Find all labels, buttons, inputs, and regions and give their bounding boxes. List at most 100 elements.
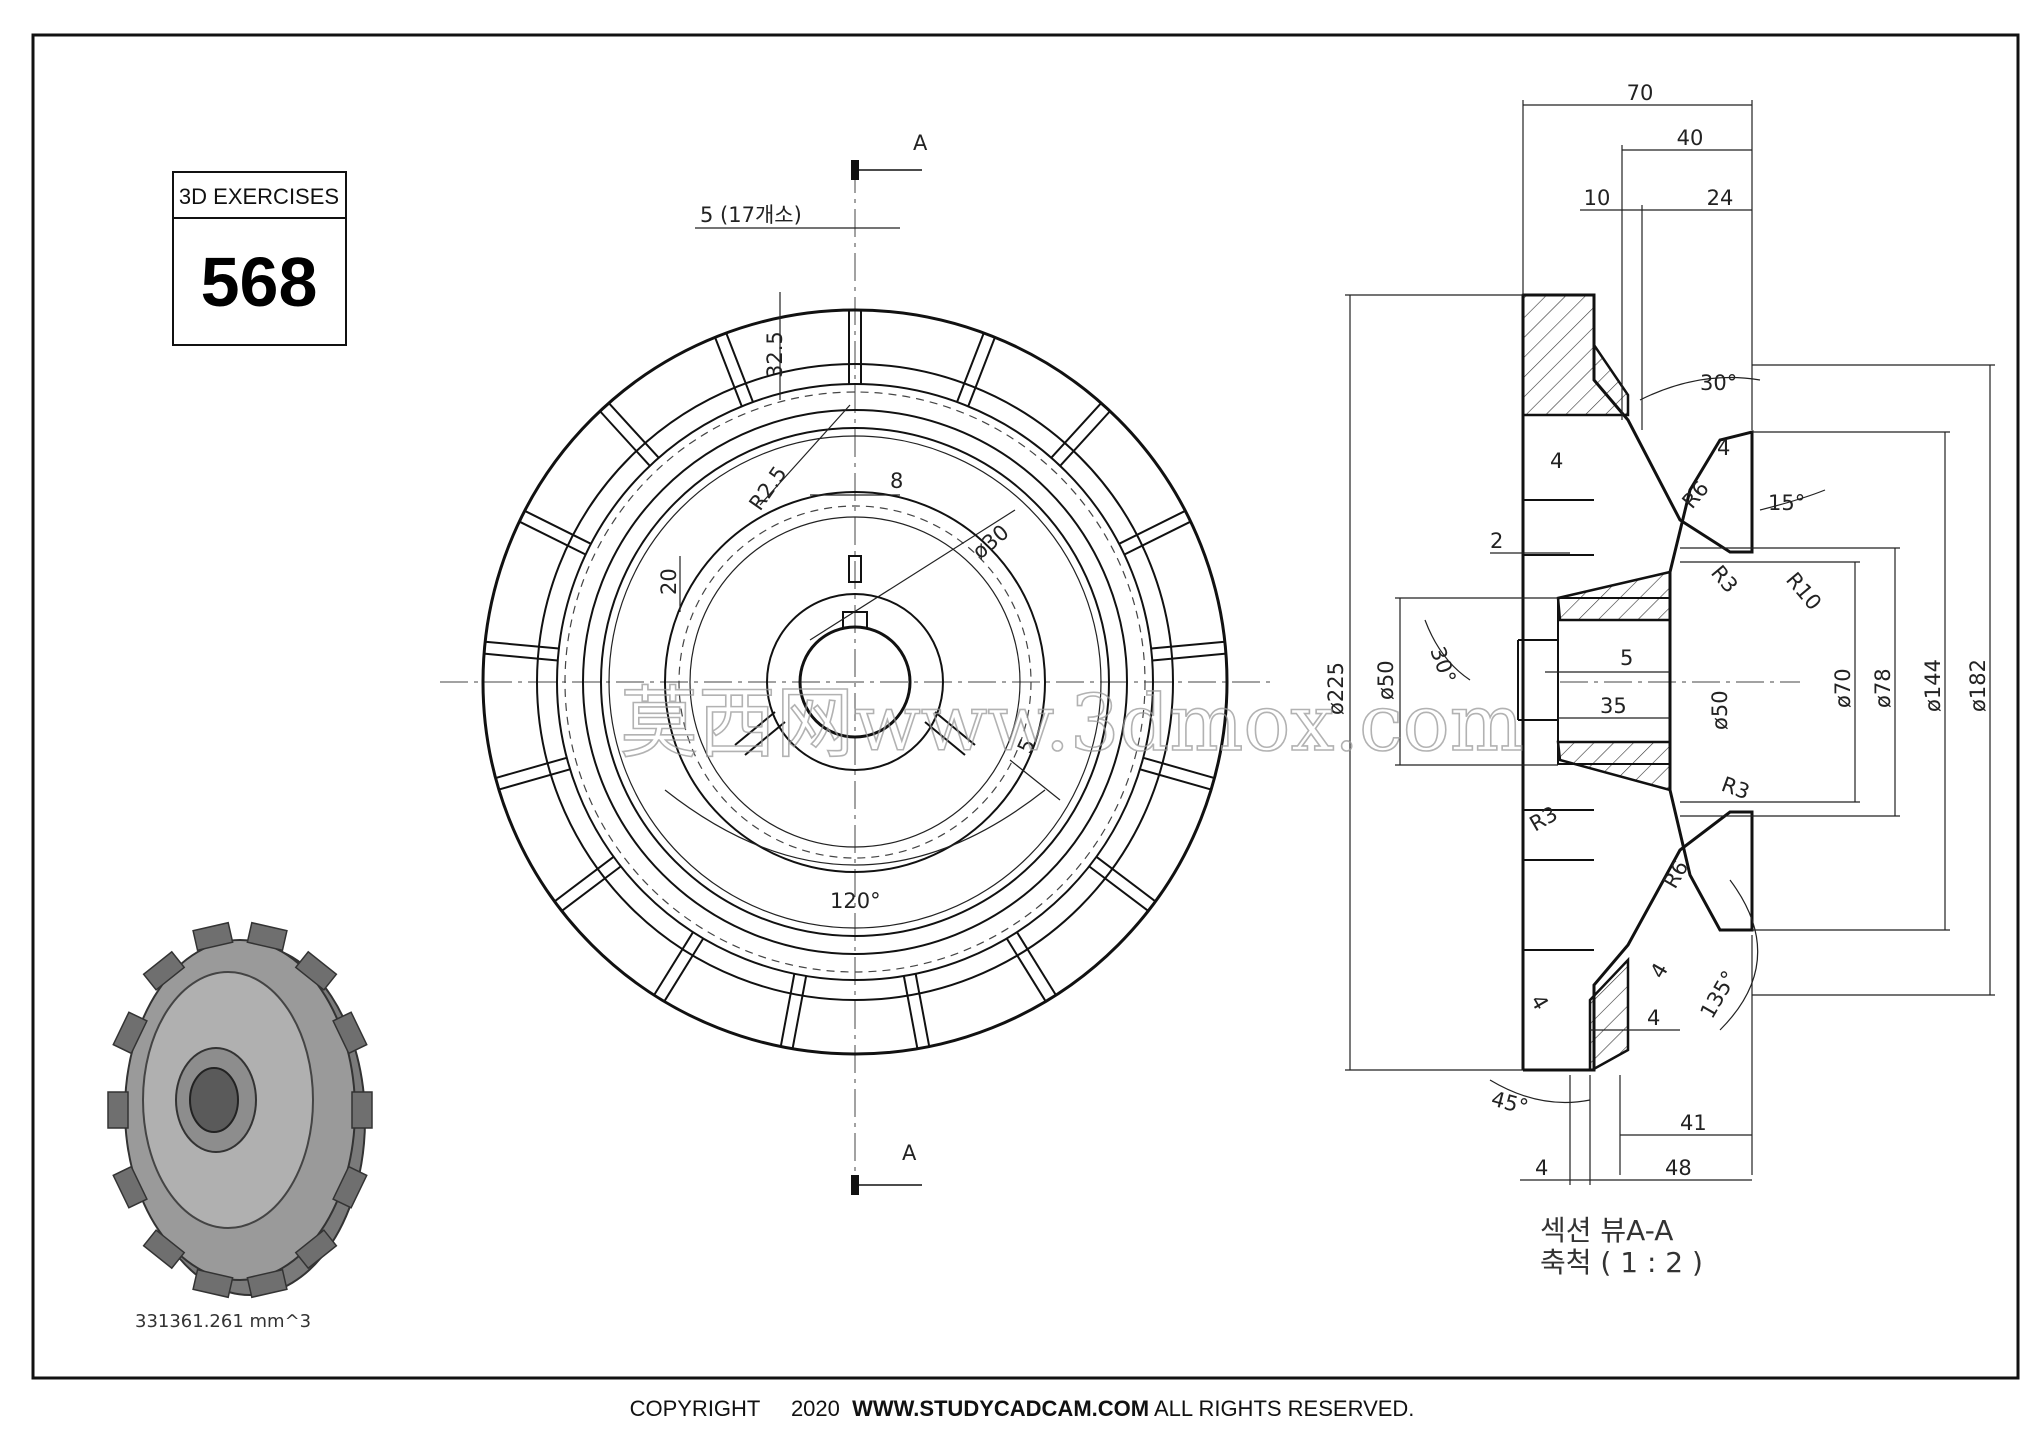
iso-fin — [294, 1229, 338, 1270]
rib-edge — [599, 410, 651, 467]
iso-fin — [332, 1165, 368, 1209]
rib-edge — [495, 756, 568, 779]
exercise-header: 3D EXERCISES — [179, 184, 339, 209]
dim-r3-top: R3 — [1706, 561, 1742, 598]
dim-key-width: 8 — [890, 469, 903, 493]
copyright-rights: ALL RIGHTS RESERVED. — [1154, 1396, 1415, 1421]
rib-edge — [779, 973, 796, 1047]
rib-edge — [1139, 768, 1212, 791]
rib-edge — [524, 509, 592, 545]
iso-fin — [246, 1268, 288, 1299]
rib-edge — [725, 332, 754, 403]
dim-bore: ø30 — [968, 520, 1014, 564]
outer-rim — [481, 308, 1229, 1056]
dim-angle-30-top: 30° — [1700, 371, 1737, 395]
dim-small-2: 2 — [1490, 529, 1503, 553]
dim-dia-50-right: ø50 — [1708, 690, 1732, 730]
footer-copyright: COPYRIGHT 2020 WWW.STUDYCADCAM.COM ALL R… — [0, 1396, 2044, 1422]
section-hub-upper — [1521, 293, 1630, 417]
isometric-preview: 331361.261 mm^3 — [107, 921, 373, 1332]
dim-small-4-a: 4 — [1550, 449, 1563, 473]
rib-edge — [663, 937, 705, 1002]
dim-dia-225: ø225 — [1324, 662, 1348, 715]
cooling-ribs — [483, 310, 1227, 1049]
dim-angle-45: 45° — [1489, 1087, 1531, 1120]
dim-fillet: R2.5 — [744, 462, 791, 515]
dim-small-4-e: 4 — [1526, 991, 1553, 1015]
rib-edge — [561, 865, 622, 912]
rib-edge — [1152, 652, 1227, 662]
dim-dia-70: ø70 — [1831, 668, 1855, 708]
dim-dia-50-left: ø50 — [1374, 660, 1398, 700]
front-view: A A 5 (17개소) 32.5 R2.5 8 ø30 20 5 120° — [440, 131, 1270, 1195]
rib-edge — [485, 640, 559, 650]
rib-edge — [498, 768, 571, 791]
iso-fin — [112, 1165, 148, 1209]
iso-fin — [142, 950, 186, 991]
dim-bottom-4: 4 — [1535, 1156, 1548, 1180]
shaft-bore — [798, 625, 912, 739]
dim-angle-15: 15° — [1768, 491, 1805, 515]
dim-small-5: 5 — [1620, 646, 1633, 670]
exercise-title-block: 3D EXERCISES 568 — [172, 171, 347, 346]
rib-edge — [518, 520, 587, 556]
dim-top-70: 70 — [1627, 81, 1654, 105]
section-marker-top — [851, 160, 859, 180]
dim-small-4-b: 4 — [1717, 436, 1730, 460]
dim-small-35: 35 — [1600, 694, 1627, 718]
rib-edge — [1118, 509, 1186, 545]
rib-edge — [1059, 410, 1111, 467]
exercise-number: 568 — [201, 243, 318, 321]
dim-top-24: 24 — [1707, 186, 1734, 210]
rib-edge — [1123, 520, 1192, 556]
iso-fin — [246, 921, 288, 952]
iso-fins — [107, 921, 373, 1299]
rib-edge — [483, 652, 558, 662]
dim-r3-left: R3 — [1526, 802, 1562, 837]
dim-top-40: 40 — [1677, 126, 1704, 150]
iso-fin — [192, 1268, 234, 1299]
dim-slot: 5 (17개소) — [700, 203, 802, 227]
copyright-year: 2020 — [790, 1396, 840, 1421]
section-title: 섹션 뷰A-A — [1540, 1214, 1673, 1247]
copyright-label: COPYRIGHT — [629, 1396, 761, 1421]
dim-r6-top: R6 — [1677, 476, 1713, 513]
rib-edge — [1016, 931, 1057, 996]
rib-edge — [1142, 756, 1215, 779]
rib-edge — [967, 336, 996, 407]
section-scale: 축척 ( 1 : 2 ) — [1540, 1246, 1703, 1279]
section-marker-bottom — [851, 1175, 859, 1195]
iso-fin — [142, 1229, 186, 1270]
dim-angle: 120° — [830, 889, 881, 913]
dim-r10: R10 — [1781, 568, 1826, 615]
rib-edge — [1095, 855, 1157, 903]
dim-rib-length: 32.5 — [763, 331, 787, 378]
dim-top-10: 10 — [1584, 186, 1611, 210]
watermark: 莫西网www.3dmox.com — [620, 679, 1524, 769]
iso-fin — [294, 950, 338, 991]
section-letter-bottom: A — [902, 1141, 917, 1165]
iso-fin — [351, 1091, 373, 1129]
rib-edge — [791, 975, 808, 1049]
rib-edge — [1151, 640, 1225, 650]
dim-dia-78: ø78 — [1871, 668, 1895, 708]
dim-key-depth: 20 — [657, 568, 681, 595]
dim-dia-144: ø144 — [1921, 659, 1945, 712]
section-letter-top: A — [913, 131, 928, 155]
dim-small-4-c: 4 — [1646, 959, 1673, 983]
rib-edge — [653, 931, 694, 996]
rib-edge — [1005, 937, 1047, 1002]
dim-dia-182: ø182 — [1966, 659, 1990, 712]
rib-edge — [902, 975, 919, 1049]
rib-edge — [1088, 865, 1149, 912]
rib-edge — [914, 973, 931, 1047]
iso-fin — [192, 921, 234, 952]
iso-fin — [332, 1011, 368, 1055]
rib-edge — [1050, 402, 1102, 459]
volume-label: 331361.261 mm^3 — [135, 1311, 311, 1332]
dim-small-4-d: 4 — [1647, 1006, 1660, 1030]
rib-edge — [714, 336, 743, 407]
copyright-site: WWW.STUDYCADCAM.COM — [852, 1396, 1150, 1421]
dim-r3-bottom: R3 — [1718, 772, 1752, 804]
rib-edge — [608, 402, 660, 459]
